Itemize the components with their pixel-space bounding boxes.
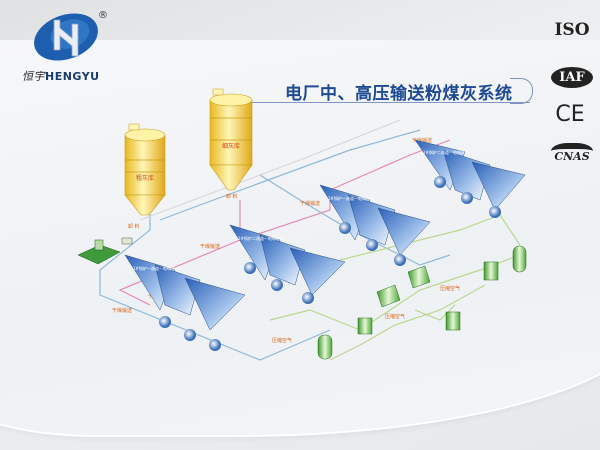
- air-equipment: [317, 245, 527, 360]
- pipe-label-compressed-air-2: 压缩空气: [385, 313, 405, 320]
- brand-name-cn: 恒宇: [22, 70, 45, 83]
- compressor-skid: [77, 237, 133, 265]
- pipe-label-compressed-air-3: 压缩空气: [440, 285, 460, 292]
- brand-name-en: HENGYU: [45, 70, 100, 83]
- cnas-icon: CNAS: [551, 143, 593, 163]
- page-title: 电厂中、高压输送粉煤灰系统: [285, 84, 513, 104]
- background-sheet: [0, 40, 600, 435]
- registered-mark: ®: [98, 10, 108, 21]
- pipe-label-air: 干燥输送: [112, 307, 132, 314]
- hopper-label: 1#锅炉二通道一电场灰斗: [238, 235, 284, 241]
- pipe-label-ash-2: 干燥输送: [200, 243, 220, 250]
- pipe-label-compressed-air: 压缩空气: [272, 337, 292, 344]
- hopper-group-4: 2#锅炉二通道一电场灰斗: [414, 139, 526, 218]
- iso-icon: ISO: [554, 20, 590, 40]
- pipe-label-ash-3: 干燥输送: [300, 200, 320, 207]
- silo-fine: 细灰库: [209, 88, 253, 191]
- hopper-label: 2#锅炉一通道一电场灰斗: [328, 195, 374, 201]
- iaf-icon: IAF: [551, 67, 593, 88]
- pipe-label-discharge: 卸 料: [128, 223, 140, 230]
- hopper-group-3: 2#锅炉一通道一电场灰斗: [319, 184, 431, 266]
- silo-coarse: 粗灰库: [124, 123, 166, 216]
- hopper-group-1: 1#锅炉一通道一电场灰斗: [124, 254, 246, 351]
- ce-icon: CE: [555, 102, 585, 127]
- title-arc: [510, 78, 533, 104]
- silo-coarse-label: 粗灰库: [136, 174, 154, 182]
- hengyu-logo-icon: [34, 13, 98, 61]
- pipe-label-discharge-2: 卸 料: [226, 193, 238, 200]
- title-underline: [240, 102, 530, 103]
- hopper-label: 2#锅炉二通道一电场灰斗: [423, 149, 469, 155]
- hopper-label: 1#锅炉一通道一电场灰斗: [133, 265, 179, 271]
- brand-name: 恒宇HENGYU: [22, 68, 100, 84]
- pipe-label-ash-4: 干燥输送: [412, 137, 432, 144]
- silo-fine-label: 细灰库: [222, 142, 240, 150]
- hopper-group-2: 1#锅炉二通道一电场灰斗: [229, 224, 346, 304]
